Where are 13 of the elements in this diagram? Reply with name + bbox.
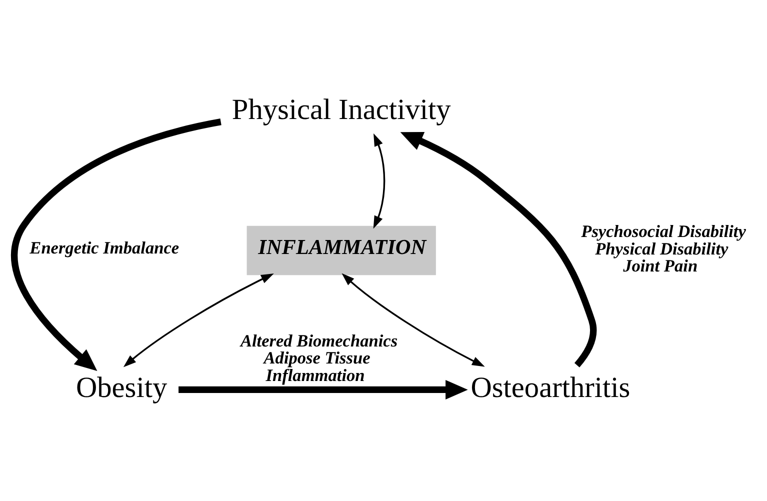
node-box: INFLAMMATION [246,226,436,276]
arrow [11,118,222,371]
arrow [400,132,597,368]
edge-label: Psychosocial Disability Physical Disability Joint Pain [581,222,746,276]
node-text: Physical Inactivity [232,94,451,126]
arrow [123,274,274,368]
edge-label: Altered Biomechanics Adipose Tissue Inflammation [240,331,398,385]
arrow [373,133,386,229]
node-text: Osteoarthritis [470,372,630,404]
edge-label: Energetic Imbalance [30,238,180,258]
arrow [342,273,485,367]
node-text: Obesity [76,372,168,404]
arrow [178,380,468,400]
